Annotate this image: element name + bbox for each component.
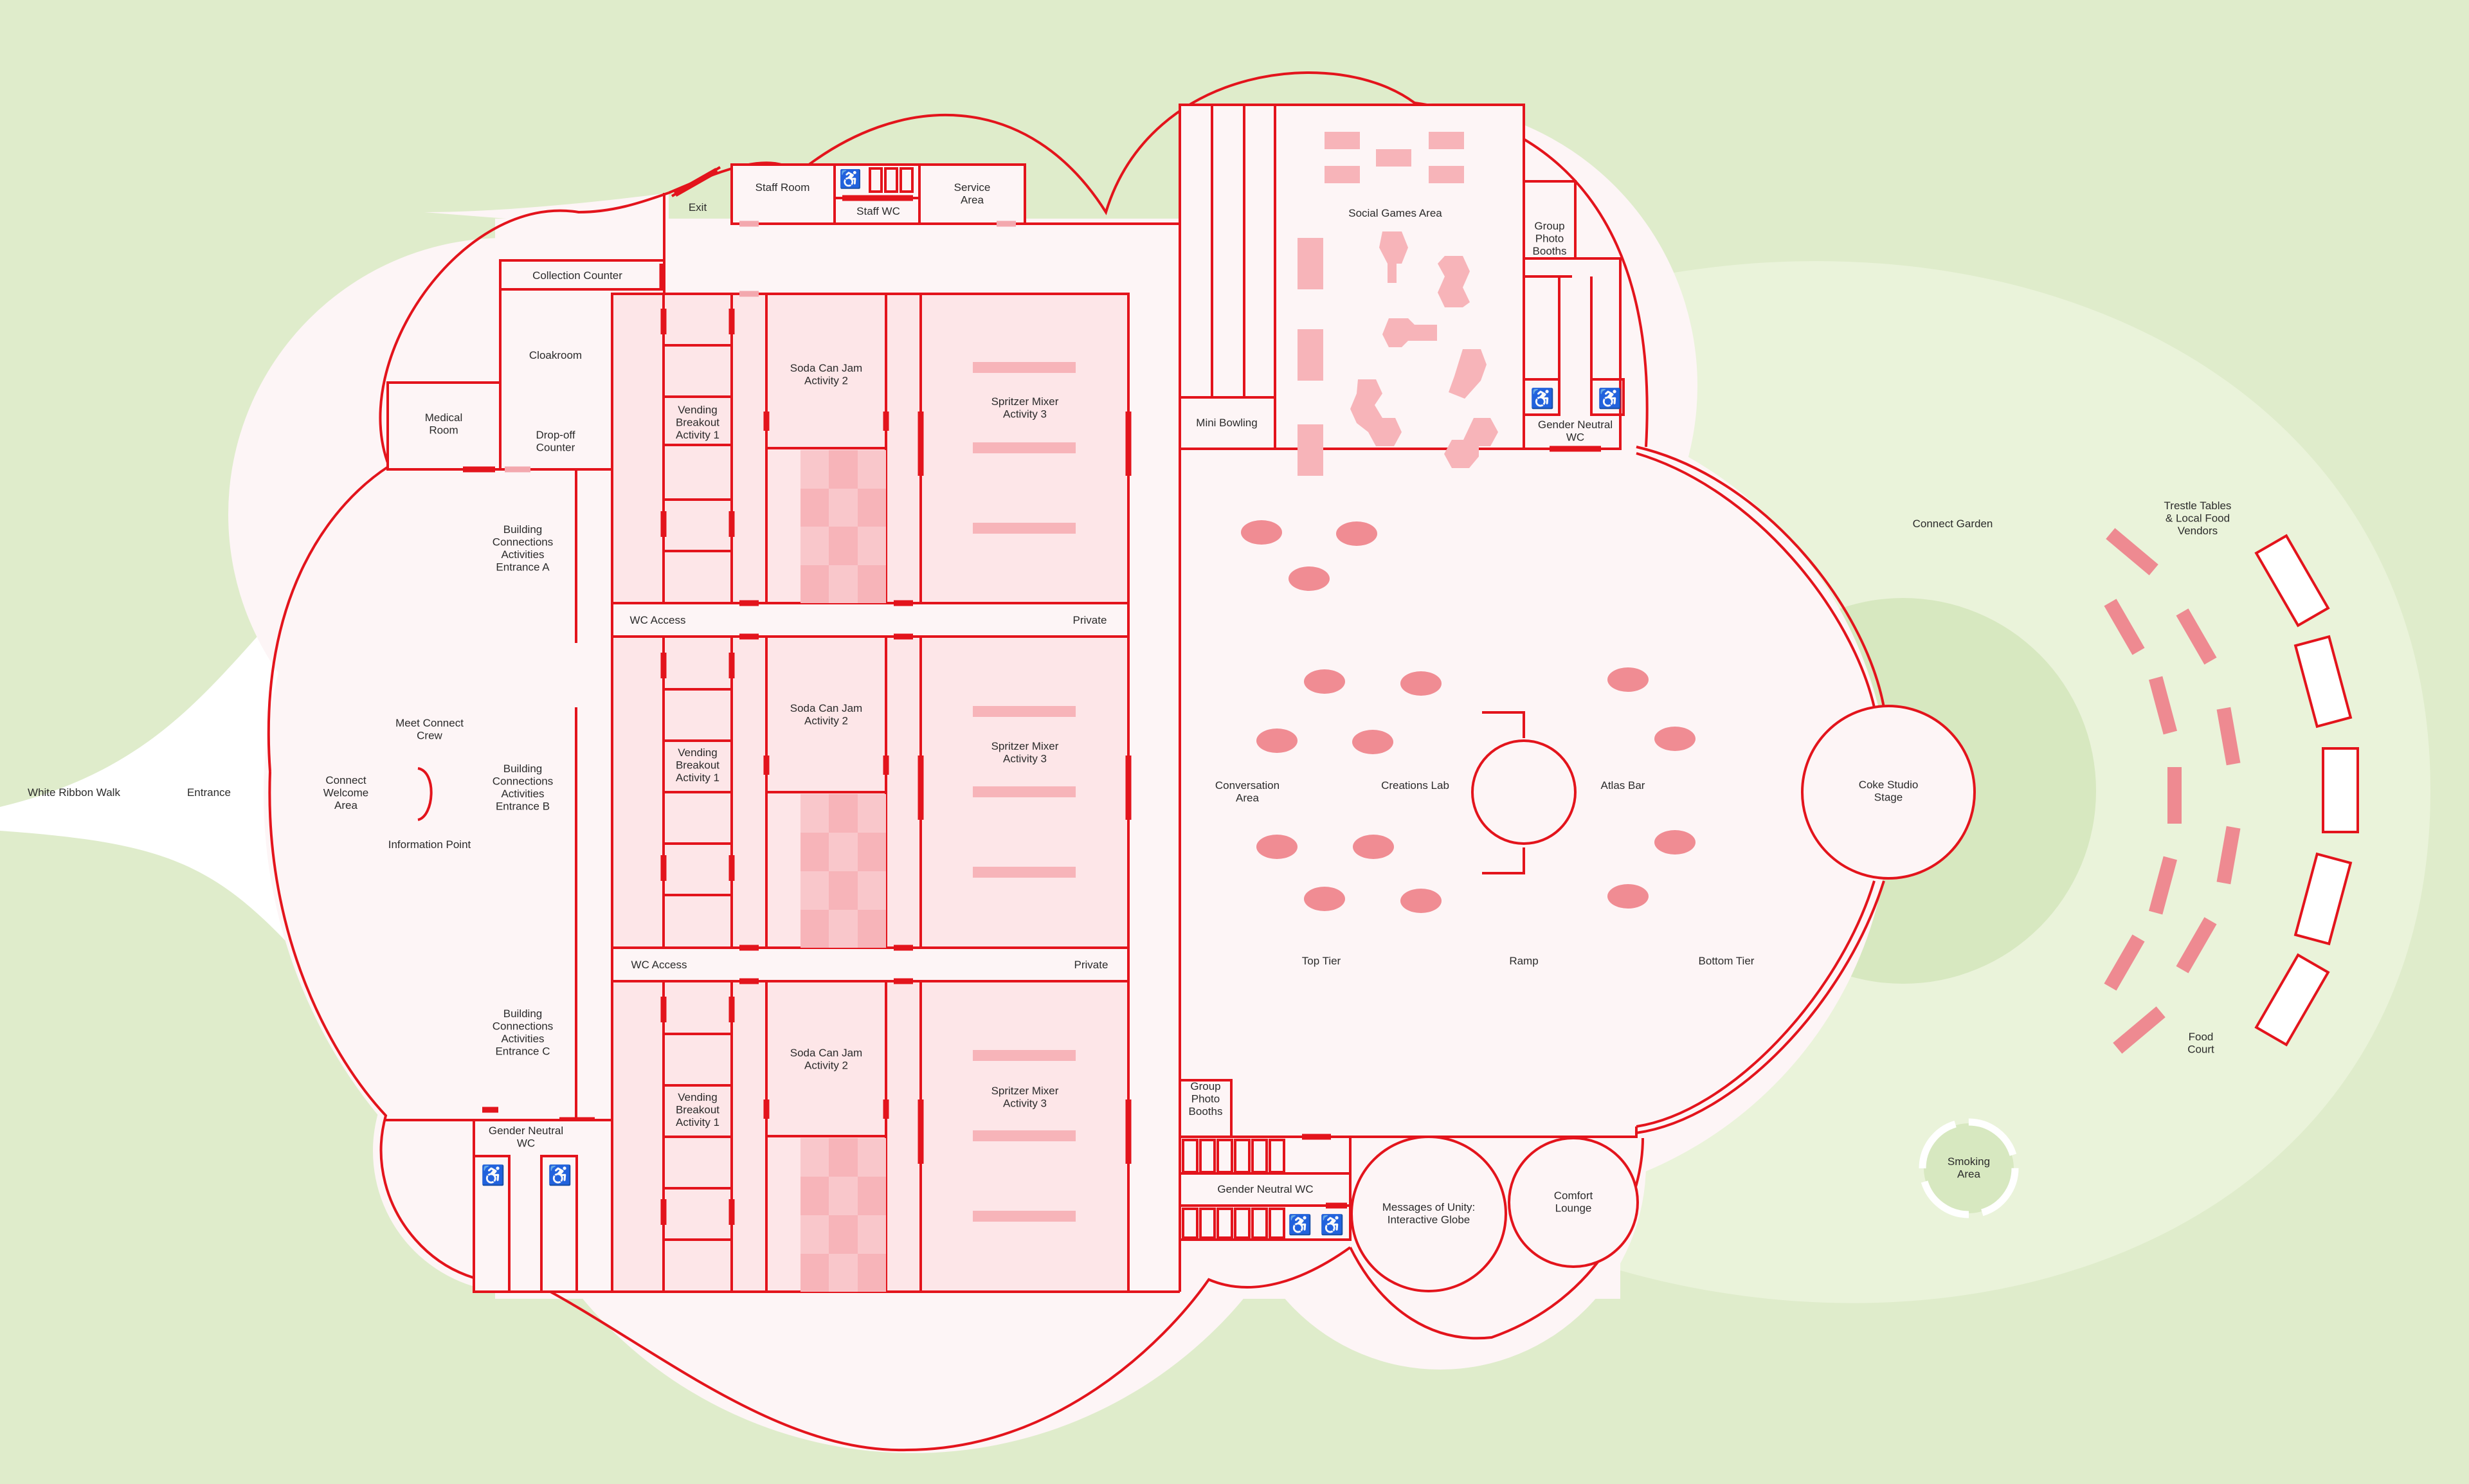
meet-crew-desk [417, 767, 433, 821]
east-hall: ♿ ♿ ♿ ♿ [1128, 104, 1696, 1293]
label-private-2: Private [1074, 959, 1108, 971]
label-globe: Messages of Unity:Interactive Globe [1382, 1201, 1476, 1226]
social-games-furniture [1298, 132, 1498, 476]
wheelchair-icon-se-1: ♿ [1288, 1213, 1312, 1236]
label-staff-wc: Staff WC [856, 205, 900, 217]
label-ramp: Ramp [1509, 955, 1538, 967]
label-garden: Connect Garden [1913, 518, 1993, 530]
activity-blocks [559, 291, 1132, 1293]
entrance-zone [417, 471, 577, 1119]
label-mini-bowling: Mini Bowling [1196, 417, 1257, 429]
atlas-bar-counter [1471, 739, 1577, 845]
vendor-tables [2254, 534, 2359, 1047]
wheelchair-icon-se-2: ♿ [1320, 1213, 1344, 1236]
label-creations: Creations Lab [1381, 779, 1449, 792]
label-private-1: Private [1073, 614, 1107, 626]
label-entrance: Entrance [187, 786, 231, 799]
globe-room [1350, 1136, 1507, 1292]
label-exit: Exit [689, 201, 707, 213]
smoking-area [1919, 1118, 2019, 1218]
lounge-tables [1241, 520, 1696, 913]
wheelchair-icon-sw-2: ♿ [548, 1164, 572, 1186]
wheelchair-icon-sw-1: ♿ [481, 1164, 505, 1186]
label-wc-access-2: WC Access [631, 959, 687, 971]
coke-studio-stage[interactable] [1801, 705, 1976, 880]
wc-southwest: ♿ ♿ [386, 1107, 613, 1293]
spritzer-benches [973, 362, 1076, 1222]
staff-block: ♿ [663, 163, 1180, 296]
label-collection: Collection Counter [532, 269, 622, 282]
wheelchair-icon-ne-1: ♿ [1530, 387, 1554, 410]
wheelchair-icon-ne-2: ♿ [1598, 387, 1622, 410]
label-staff-room: Staff Room [755, 181, 810, 194]
label-atlas: Atlas Bar [1601, 779, 1645, 792]
label-bottom-tier: Bottom Tier [1699, 955, 1755, 967]
label-social-games: Social Games Area [1348, 207, 1442, 219]
white-ribbon-walk [0, 595, 296, 952]
label-gn-wc-s: Gender Neutral WC [1217, 1183, 1313, 1195]
wheelchair-icon: ♿ [839, 168, 862, 190]
label-top-tier: Top Tier [1302, 955, 1341, 967]
label-info: Information Point [388, 838, 471, 851]
label-wc-access-1: WC Access [630, 614, 686, 626]
checker-floor [800, 450, 886, 1292]
label-white-ribbon-walk: White Ribbon Walk [28, 786, 120, 799]
label-cloakroom: Cloakroom [529, 349, 582, 361]
comfort-room [1508, 1137, 1639, 1268]
garden-benches [2104, 528, 2241, 1054]
